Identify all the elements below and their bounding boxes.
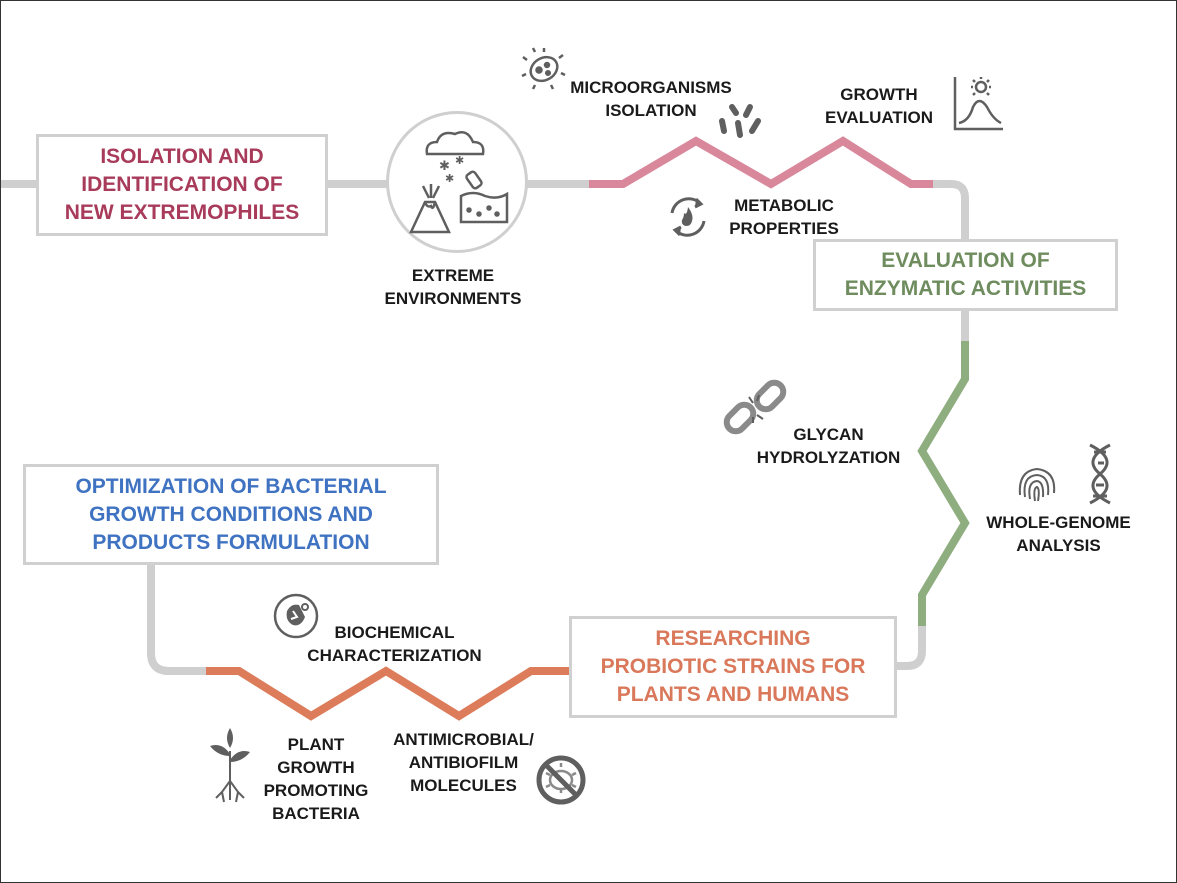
probiotic-zigzag-line [206, 666, 569, 721]
enzymatic-zigzag-line [917, 341, 970, 626]
connector-to-enzymatic [933, 180, 969, 241]
isolation-box: ISOLATION AND IDENTIFICATION OF NEW EXTR… [36, 134, 328, 236]
no-microbe-icon [536, 755, 586, 805]
biochemical-characterization-label: BIOCHEMICAL CHARACTERIZATION [307, 623, 482, 665]
probiotic-title-line-1: RESEARCHING [655, 627, 811, 650]
antimicrobial-molecules-label: ANTIMICROBIAL/ ANTIBIOFILM MOLECULES [393, 730, 534, 795]
glycan-hydrolyzation-label: GLYCAN HYDROLYZATION [756, 425, 901, 467]
microorganisms-isolation-label: MICROORGANISMS ISOLATION [570, 78, 732, 120]
connector-to-probiotic [894, 626, 926, 670]
isolation-title-line-2: IDENTIFICATION OF [81, 173, 283, 196]
growth-curve-icon [953, 77, 1003, 131]
fingerprint-icon [1018, 467, 1056, 502]
svg-text:✱: ✱ [445, 172, 454, 185]
isolation-title-line-3: NEW EXTREMOPHILES [64, 201, 300, 224]
volcano-icon [409, 184, 451, 234]
enzymatic-title-line-1: EVALUATION OF [881, 249, 1050, 272]
isolation-title-line-1: ISOLATION AND [100, 145, 264, 168]
enzymatic-box: EVALUATION OF ENZYMATIC ACTIVITIES [813, 239, 1118, 311]
metabolic-cycle-icon [670, 197, 706, 237]
probiotic-title-line-3: PLANTS AND HUMANS [616, 683, 850, 706]
optimization-box: OPTIMIZATION OF BACTERIAL GROWTH CONDITI… [23, 464, 439, 565]
extreme-environments-circle: ✱ ✱ ✱ [386, 111, 528, 253]
svg-text:✱: ✱ [455, 154, 464, 167]
microbe-icon [521, 47, 566, 90]
whole-genome-analysis-label: WHOLE-GENOME ANALYSIS [986, 513, 1131, 555]
svg-text:✱: ✱ [439, 159, 450, 174]
plant-growth-promoting-bacteria-label: PLANT GROWTH PROMOTING BACTERIA [263, 735, 369, 823]
plant-icon [210, 728, 250, 803]
metabolic-properties-label: METABOLIC PROPERTIES [729, 196, 839, 238]
extreme-environments-label: EXTREME ENVIRONMENTS [384, 266, 522, 308]
optimization-title-line-2: GROWTH CONDITIONS AND [89, 502, 373, 526]
bacilli-icon [719, 104, 761, 138]
salt-soil-icon [459, 170, 509, 224]
probiotic-title-line-2: PROBIOTIC STRAINS FOR [600, 655, 866, 678]
enzymatic-title-line-2: ENZYMATIC ACTIVITIES [844, 277, 1087, 300]
optimization-title-line-1: OPTIMIZATION OF BACTERIAL [75, 474, 387, 498]
dna-icon [1089, 443, 1111, 505]
growth-evaluation-label: GROWTH EVALUATION [825, 85, 933, 127]
connector-to-optimization [147, 563, 206, 675]
probiotic-box: RESEARCHING PROBIOTIC STRAINS FOR PLANTS… [569, 616, 897, 718]
isolation-zigzag-line [589, 136, 933, 189]
broken-link-icon [723, 379, 787, 435]
optimization-title-line-3: PRODUCTS FORMULATION [92, 530, 370, 554]
cloud-snow-icon: ✱ ✱ ✱ [425, 131, 485, 185]
biochemical-icon [273, 593, 319, 639]
